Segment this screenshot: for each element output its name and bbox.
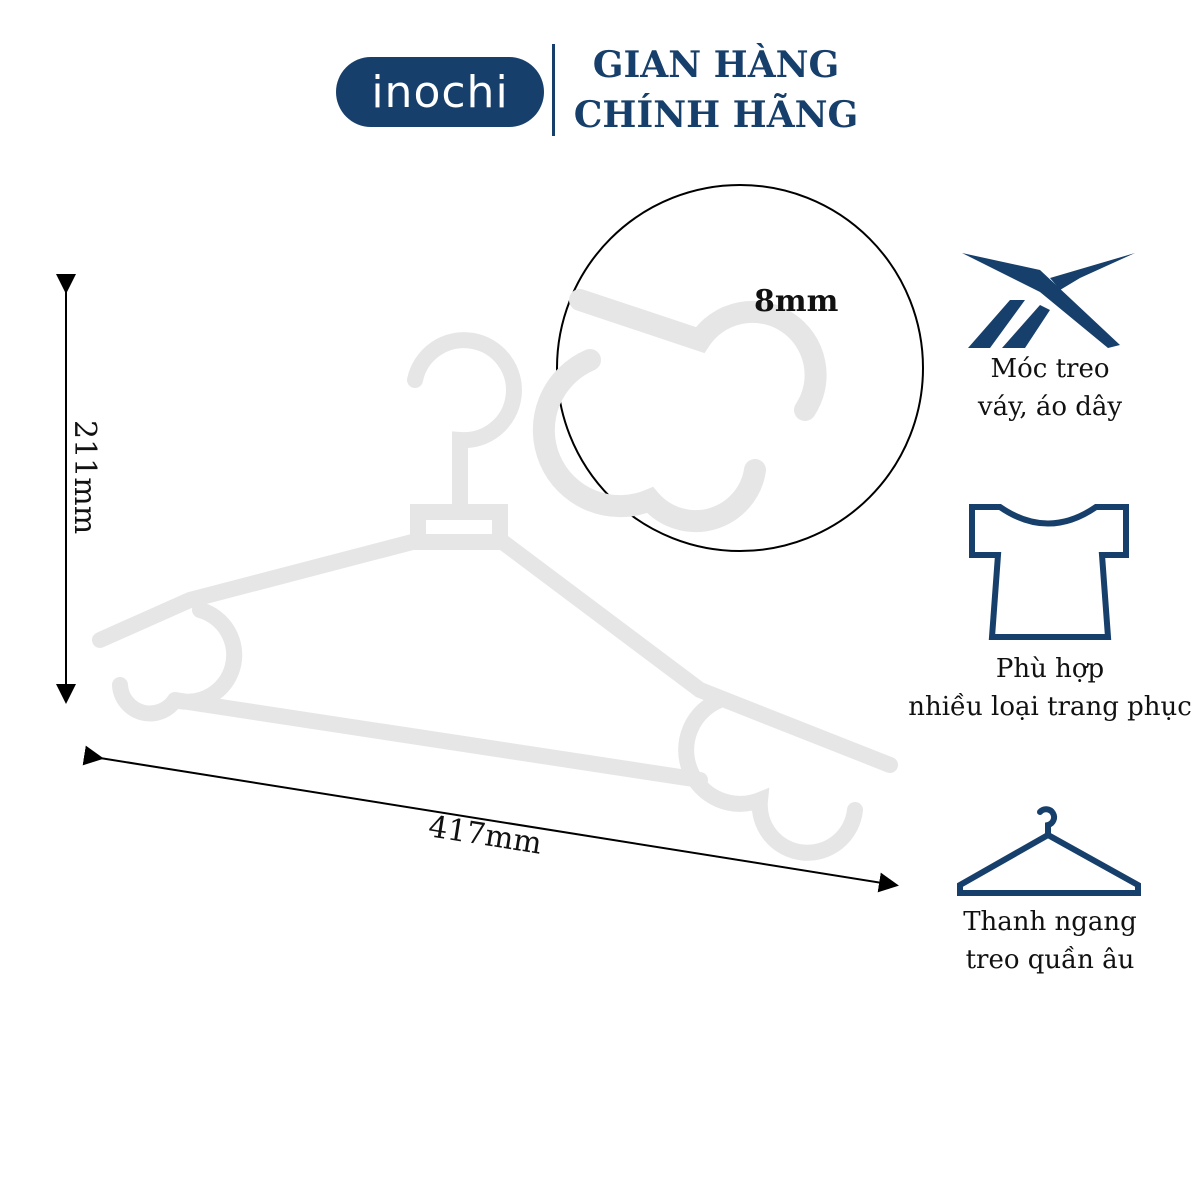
- hanger-image: [92, 332, 898, 861]
- inochi-logo: inochi: [336, 57, 544, 127]
- width-arrow: [82, 745, 899, 893]
- feature-2: Phù hợp nhiều loại trang phục: [900, 650, 1200, 726]
- hanger-icon: [957, 806, 1141, 896]
- feature-subtitle: nhiều loại trang phục: [908, 692, 1192, 722]
- headline-1: GIAN HÀNG: [592, 44, 840, 86]
- tshirt-icon: [969, 504, 1129, 640]
- feature-title: Móc treo: [990, 354, 1110, 384]
- zoom-circle: [556, 184, 924, 552]
- hook-swoosh-icon: [962, 253, 1135, 348]
- thickness-label: 8mm: [754, 284, 839, 319]
- feature-title: Thanh ngang: [963, 907, 1137, 937]
- feature-subtitle: treo quần âu: [965, 945, 1135, 975]
- feature-3: Thanh ngang treo quần âu: [900, 903, 1200, 979]
- feature-subtitle: váy, áo dây: [977, 392, 1123, 422]
- headline-2: CHÍNH HÃNG: [573, 94, 859, 136]
- feature-title: Phù hợp: [995, 654, 1105, 684]
- feature-1: Móc treo váy, áo dây: [900, 350, 1200, 426]
- height-label: 211mm: [67, 420, 102, 535]
- divider: [552, 44, 555, 136]
